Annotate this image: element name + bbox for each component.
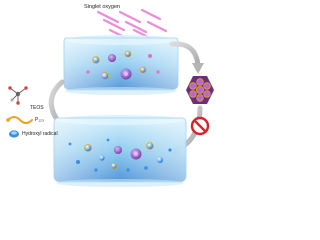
polymer-chain-icon	[6, 116, 33, 124]
diagram-canvas	[6, 8, 214, 187]
hydroxyl-radical-label: Hydroxyl radical	[22, 131, 58, 137]
top-water-tank	[63, 35, 179, 95]
p123-label: P₁₂₃	[35, 117, 44, 123]
singlet-oxygen-streaks	[96, 8, 168, 41]
top-tank-particles	[86, 50, 160, 80]
teos-label: TEOS	[30, 105, 44, 111]
molecule-icon	[8, 86, 28, 105]
diagram: Singlet oxygen TEOS P₁₂₃ Hydroxyl radica…	[6, 4, 214, 187]
bottom-tank-particles	[68, 138, 172, 172]
right-process-arrow	[169, 41, 204, 74]
hydroxyl-radical-icon	[9, 130, 19, 138]
singlet-oxygen-label: Singlet oxygen	[84, 4, 121, 10]
mesoporous-silica-icon	[186, 76, 214, 104]
left-process-arrow	[48, 79, 65, 121]
prohibited-icon	[190, 116, 210, 136]
